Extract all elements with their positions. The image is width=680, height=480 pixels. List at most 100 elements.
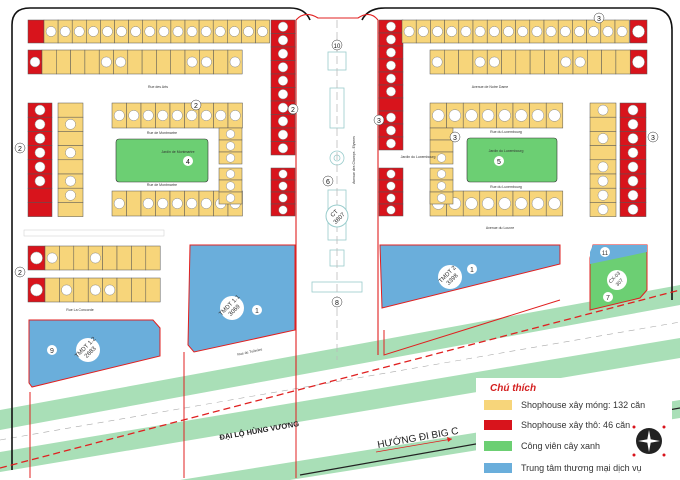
park-montmartre — [115, 138, 209, 183]
marker-8: 8 — [335, 300, 339, 307]
tree-icon — [229, 56, 241, 68]
tree-icon — [171, 110, 183, 121]
tree-icon — [488, 56, 500, 68]
tree-icon — [386, 47, 396, 58]
tree-icon — [460, 26, 472, 37]
street-label: Jardin du Luxembourg — [489, 149, 524, 153]
tree-icon — [65, 118, 76, 130]
swatch-yellow — [484, 400, 512, 410]
swatch-red — [484, 420, 512, 430]
tree-icon — [142, 110, 154, 121]
tree-icon — [157, 110, 169, 121]
shophouse-lot-foundation — [141, 49, 157, 75]
legend-title: Chú thích — [490, 383, 537, 394]
tree-icon — [432, 109, 445, 122]
tree-icon — [102, 26, 113, 37]
tree-icon — [158, 26, 170, 37]
tree-icon — [531, 197, 545, 210]
legend-item: Công viên cây xanh — [484, 441, 600, 451]
tree-icon — [88, 26, 99, 37]
tree-icon — [29, 56, 41, 68]
tree-icon — [45, 26, 57, 37]
shophouse-lot-rough — [27, 202, 53, 217]
shophouse-lot-foundation — [589, 145, 617, 161]
tree-icon — [559, 26, 571, 37]
shophouse-lot-foundation — [429, 127, 454, 141]
tree-icon — [225, 169, 236, 179]
central-boulevard — [311, 20, 363, 360]
tree-icon — [65, 189, 76, 201]
tree-icon — [34, 161, 46, 173]
tree-icon — [597, 104, 609, 116]
tree-icon — [627, 161, 639, 173]
tree-icon — [465, 109, 478, 122]
tree-icon — [157, 198, 169, 209]
tree-icon — [225, 193, 236, 203]
tree-icon — [172, 26, 184, 37]
tree-icon — [627, 204, 639, 215]
tree-icon — [632, 55, 645, 69]
shophouse-lot-foundation — [515, 49, 531, 75]
tree-icon — [436, 181, 447, 191]
tree-icon — [627, 104, 639, 116]
swatch-green — [484, 441, 512, 451]
street-label: Avenue du Louvre — [486, 226, 514, 230]
shophouse-lot-foundation — [41, 49, 57, 75]
project-boundary-line — [0, 289, 680, 469]
tree-icon — [113, 198, 125, 209]
tree-icon — [597, 204, 609, 215]
tree-icon — [34, 118, 46, 130]
tree-icon — [386, 169, 396, 179]
marker-5: 5 — [497, 159, 501, 166]
tree-icon — [65, 175, 76, 187]
tree-icon — [386, 205, 396, 215]
shophouse-lot-foundation — [444, 49, 459, 75]
legend-item: Shophouse xây móng: 132 căn — [484, 400, 645, 410]
zone-marker: 11 — [602, 251, 609, 257]
tree-icon — [229, 110, 241, 121]
tree-icon — [431, 56, 443, 68]
tree-icon — [225, 141, 236, 151]
shophouse-lot-foundation — [73, 245, 89, 271]
tree-icon — [597, 175, 609, 187]
marker-2: 2 — [18, 270, 22, 277]
tree-icon — [386, 21, 396, 32]
legend-label: Công viên cây xanh — [521, 441, 601, 451]
shophouse-lot-foundation — [145, 277, 161, 303]
shophouse-lot-foundation — [73, 277, 89, 303]
tree-icon — [436, 153, 447, 163]
tree-icon — [46, 252, 58, 264]
tree-icon — [517, 26, 529, 37]
tree-icon — [448, 109, 462, 122]
tree-icon — [560, 56, 572, 68]
tree-icon — [100, 56, 112, 68]
marker-3: 3 — [377, 118, 381, 125]
tree-icon — [90, 252, 101, 264]
tree-icon — [34, 133, 46, 144]
tree-icon — [597, 189, 609, 201]
direction-arrow-icon — [375, 438, 453, 453]
tree-icon — [277, 48, 289, 59]
tree-icon — [531, 109, 545, 122]
tree-icon — [278, 193, 288, 203]
tree-icon — [104, 284, 116, 296]
shophouse-lot-foundation — [84, 49, 100, 75]
tree-icon — [602, 26, 614, 37]
shophouse-lot-foundation — [70, 49, 86, 75]
tree-icon — [277, 21, 289, 32]
tree-icon — [90, 284, 101, 296]
tree-icon — [65, 147, 76, 159]
tree-icon — [128, 110, 140, 121]
zone-tmdt-2 — [379, 244, 561, 309]
tree-icon — [588, 26, 600, 37]
tree-icon — [417, 26, 429, 37]
tree-icon — [488, 26, 500, 37]
zone-labels: TMDT 1.1 3069 1 TMDT 2 3398 1 TMDT 1.2 2… — [47, 204, 627, 362]
tree-icon — [30, 251, 43, 265]
zone-tmdt-1-1 — [187, 244, 296, 353]
tree-icon — [436, 193, 447, 203]
tree-icon — [627, 133, 639, 144]
street-label: Rue de Montmartre — [147, 183, 177, 187]
tree-icon — [386, 34, 396, 45]
